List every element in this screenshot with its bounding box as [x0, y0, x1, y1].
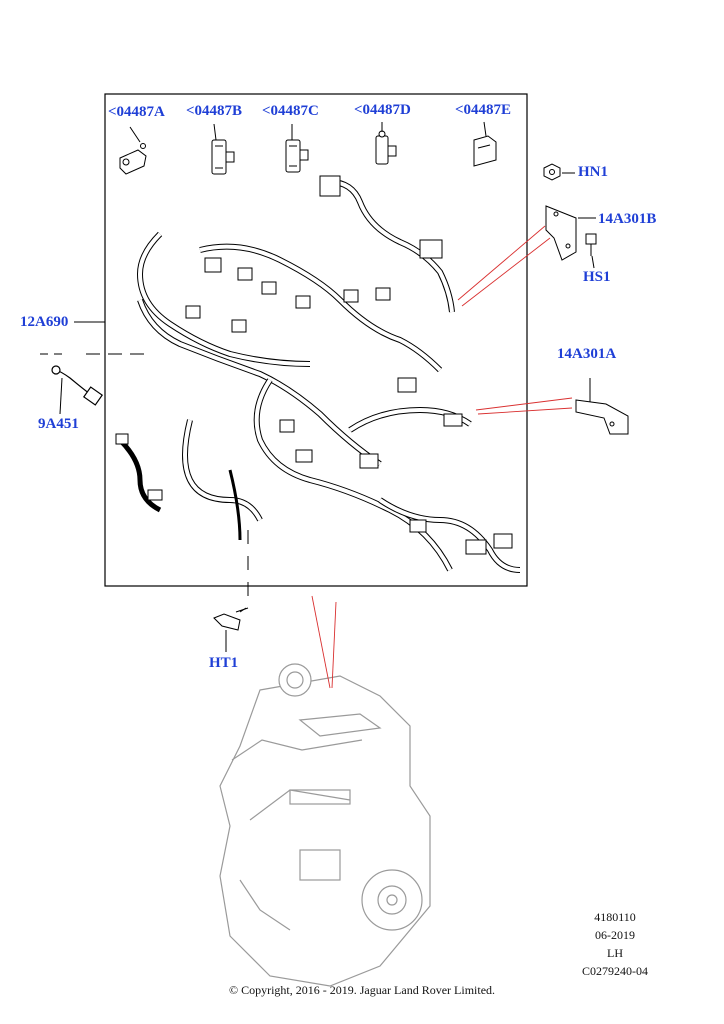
diagram-date: 06-2019 [595, 928, 635, 942]
bracket-14a301b-icon[interactable] [545, 205, 577, 261]
callout-12a690[interactable]: 12A690 [20, 314, 69, 330]
nut-hn1-icon[interactable] [543, 163, 561, 181]
callout-ht1[interactable]: HT1 [209, 655, 239, 671]
harness-group-frame [104, 93, 528, 587]
callout-14a301a[interactable]: 14A301A [557, 346, 617, 362]
callout-04487a[interactable]: <04487A [108, 104, 165, 120]
copyright-notice: © Copyright, 2016 - 2019. Jaguar Land Ro… [228, 983, 496, 997]
callout-04487c[interactable]: <04487C [262, 103, 319, 119]
connector-04487a-icon[interactable] [119, 143, 147, 175]
engine-icon [219, 663, 431, 987]
connector-04487e-icon[interactable] [473, 135, 497, 167]
sensor-9a451-icon[interactable] [51, 365, 104, 406]
connector-04487d-icon[interactable] [375, 130, 397, 165]
leader-lines [311, 225, 573, 689]
connector-04487c-icon[interactable] [285, 139, 309, 173]
callout-04487b[interactable]: <04487B [186, 103, 243, 119]
callout-leaders [40, 121, 596, 652]
wiring-harness-12a690-icon[interactable] [115, 175, 521, 573]
connector-04487b-icon[interactable] [211, 139, 235, 175]
callout-9a451[interactable]: 9A451 [38, 416, 79, 432]
callout-04487d[interactable]: <04487D [354, 102, 411, 118]
callout-hs1[interactable]: HS1 [583, 269, 611, 285]
diagram-side: LH [607, 946, 623, 960]
bolt-hs1-icon[interactable] [585, 233, 597, 256]
diagram-code: 4180110 [594, 910, 636, 924]
callout-hn1[interactable]: HN1 [578, 164, 608, 180]
diagram-reference: C0279240-04 [582, 964, 648, 978]
callout-14a301b[interactable]: 14A301B [598, 211, 657, 227]
bracket-14a301a-icon[interactable] [575, 378, 629, 435]
sensor-ht1-icon[interactable] [213, 607, 247, 631]
callout-04487e[interactable]: <04487E [455, 102, 512, 118]
